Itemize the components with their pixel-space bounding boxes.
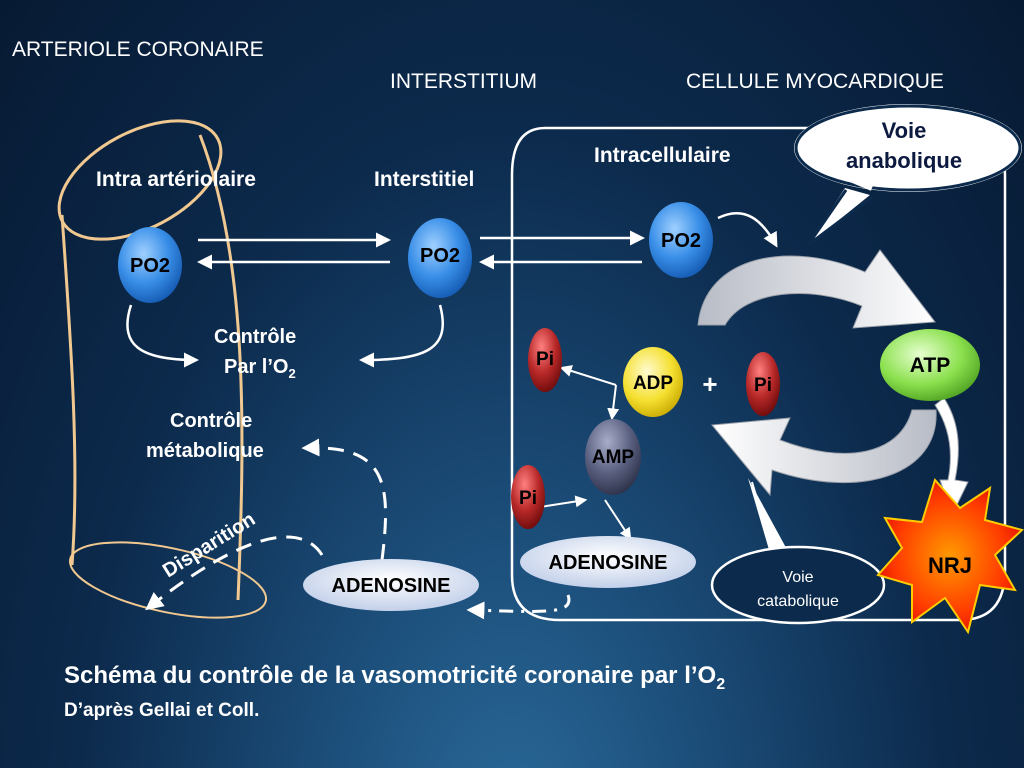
pi-top-label: Pi <box>536 349 554 370</box>
intracellulaire-label: Intracellulaire <box>594 144 731 167</box>
intra-arteriolaire-label: Intra artériolaire <box>96 168 256 191</box>
po2-intracellulaire-oval <box>649 202 713 278</box>
cellule-title: CELLULE MYOCARDIQUE <box>686 70 944 93</box>
caption-title: Schéma du contrôle de la vasomotricité c… <box>64 662 725 694</box>
catabolic-cycle-arrow <box>711 409 937 497</box>
pi-cell-label: Pi <box>754 375 772 396</box>
adenosine-cell-label: ADENOSINE <box>549 552 668 574</box>
po2-interstitiel-label: PO2 <box>420 245 460 267</box>
po2-exchange-arrows <box>197 230 645 270</box>
pi-cell-oval <box>746 352 780 416</box>
nrj-label: NRJ <box>928 553 972 578</box>
voie-anabolique-line1: Voie <box>882 118 927 143</box>
disparition-label: Disparition <box>159 508 259 582</box>
voie-catabolique-line2: catabolique <box>757 593 839 610</box>
caption-title-text: Schéma du contrôle de la vasomotricité c… <box>64 662 717 689</box>
arteriole-vessel <box>57 119 268 619</box>
amp-oval <box>585 419 641 495</box>
voie-anabolique-bubble <box>794 104 1022 247</box>
controle-o2-subscript: 2 <box>288 366 296 381</box>
pi-bottom-oval <box>511 465 545 529</box>
caption-title-subscript: 2 <box>716 675 726 693</box>
voie-catabolique-bubble <box>710 478 886 625</box>
controle-o2-text: Par l’O <box>224 356 289 378</box>
arteriole-title: ARTERIOLE CORONAIRE <box>12 38 264 61</box>
voie-catabolique-line1: Voie <box>782 569 813 586</box>
adenosine-inter-label: ADENOSINE <box>332 575 451 597</box>
adenosine-cell-pill <box>520 536 696 588</box>
controle-meta-line2: métabolique <box>146 440 264 462</box>
atp-oval <box>880 329 980 401</box>
adp-label: ADP <box>633 373 673 394</box>
controle-meta-line1: Contrôle <box>170 410 253 432</box>
atp-label: ATP <box>910 354 950 377</box>
po2-arteriole-label: PO2 <box>130 255 170 277</box>
pi-bottom-label: Pi <box>519 488 537 509</box>
o2-control-arrows <box>126 212 778 368</box>
amp-label: AMP <box>592 447 635 468</box>
dashdot-adenosine-arrow <box>466 594 571 620</box>
anabolic-cycle-arrow <box>697 249 936 329</box>
interstitiel-label: Interstitiel <box>374 168 475 191</box>
po2-intracellulaire-label: PO2 <box>661 230 701 252</box>
voie-anabolique-line2: anabolique <box>846 148 962 173</box>
pi-top-oval <box>528 328 562 392</box>
adp-oval <box>623 347 683 417</box>
interstitium-title: INTERSTITIUM <box>390 70 537 93</box>
nrj-starburst <box>876 478 1024 635</box>
po2-interstitiel-oval <box>408 218 472 298</box>
caption-subtitle: D’après Gellai et Coll. <box>64 700 260 721</box>
adenosine-inter-pill <box>303 559 479 611</box>
controle-o2-line1: Contrôle <box>214 326 297 348</box>
dashed-metabolic-arrows <box>145 438 388 611</box>
metabolic-small-arrows <box>539 365 632 541</box>
controle-o2-line2: Par l’O2 <box>224 356 296 381</box>
plus-sign: + <box>702 369 717 399</box>
po2-arteriole-oval <box>118 227 182 303</box>
